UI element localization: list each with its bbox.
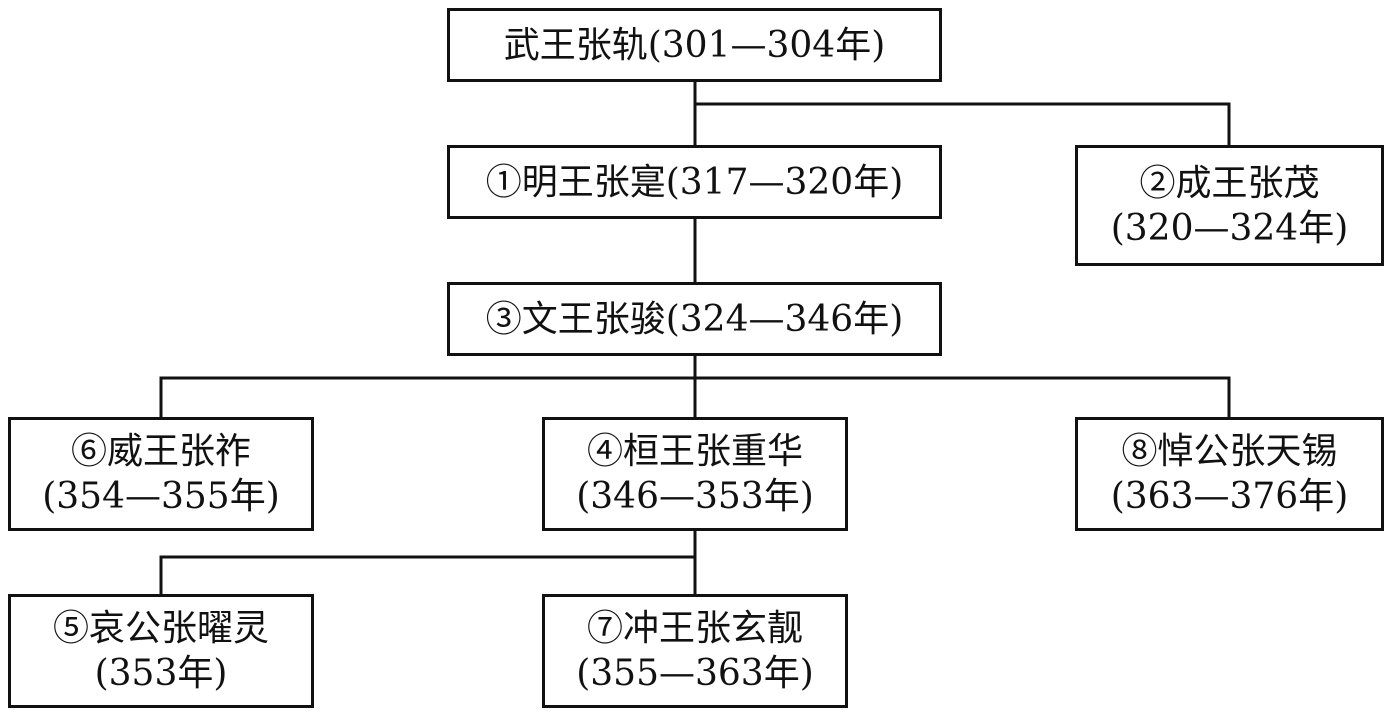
- node-zhangjun: ③文王张骏(324—346年): [447, 282, 942, 356]
- node-label: 武王张轨(301—304年): [503, 24, 886, 66]
- node-zhangmao: ②成王张茂 (320—324年): [1075, 145, 1384, 266]
- node-label: ②成王张茂: [1139, 162, 1320, 204]
- node-label: ①明王张寔(317—320年): [485, 161, 904, 203]
- node-label: ③文王张骏(324—346年): [485, 298, 904, 340]
- node-years: (320—324年): [1110, 207, 1349, 249]
- node-years: (353年): [94, 653, 228, 694]
- node-zhangyaoling: ⑤哀公张曜灵 (353年): [8, 594, 314, 708]
- node-zhanggui: 武王张轨(301—304年): [447, 8, 942, 82]
- node-label: ⑦冲王张玄靓: [586, 608, 803, 649]
- node-zhangchonghua: ④桓王张重华 (346—353年): [542, 417, 848, 531]
- node-zhangzuo: ⑥威王张祚 (354—355年): [8, 417, 314, 531]
- node-label: ⑤哀公张曜灵: [52, 608, 269, 649]
- node-zhangxuanjing: ⑦冲王张玄靓 (355—363年): [542, 594, 848, 708]
- node-years: (355—363年): [576, 653, 814, 694]
- node-years: (363—376年): [1110, 476, 1349, 517]
- node-label: ④桓王张重华: [586, 431, 803, 472]
- node-label: ⑧悼公张天锡: [1121, 431, 1338, 472]
- node-zhangtianxi: ⑧悼公张天锡 (363—376年): [1075, 417, 1384, 531]
- node-label: ⑥威王张祚: [70, 431, 251, 472]
- node-years: (354—355年): [42, 476, 280, 517]
- node-years: (346—353年): [576, 476, 814, 517]
- node-zhangshi: ①明王张寔(317—320年): [447, 145, 942, 219]
